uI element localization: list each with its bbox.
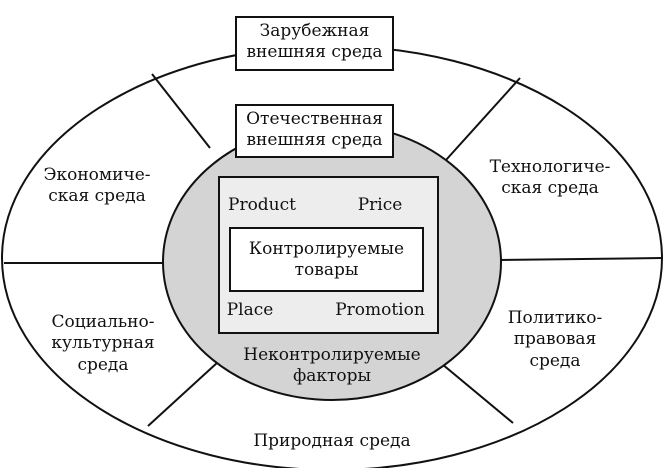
natural-env-label: Природная среда [253, 431, 411, 451]
sociocultural-env-label: Социально- культурная среда [51, 312, 155, 375]
technological-env-label: Технологиче- ская среда [489, 157, 611, 199]
promotion-label: Promotion [335, 300, 425, 320]
divider-line [496, 257, 663, 261]
uncontrollable-factors-label: Неконтролируемые факторы [243, 345, 421, 387]
economic-env-label: Экономиче- ская среда [43, 165, 151, 207]
divider-line [445, 77, 521, 161]
foreign-env-label: Зарубежная внешняя среда [246, 21, 383, 63]
domestic-env-box [235, 104, 394, 158]
controllable-box [229, 227, 424, 292]
divider-line [441, 363, 514, 424]
divider-line [147, 361, 219, 427]
place-label: Place [226, 300, 274, 320]
divider-line [151, 73, 211, 149]
price-label: Price [357, 195, 403, 215]
controllable-goods-label: Контролируемые товары [248, 239, 405, 281]
domestic-env-label: Отечественная внешняя среда [246, 109, 383, 151]
product-label: Product [228, 195, 296, 215]
foreign-env-box [235, 16, 394, 71]
political-legal-env-label: Политико- правовая среда [507, 308, 603, 371]
